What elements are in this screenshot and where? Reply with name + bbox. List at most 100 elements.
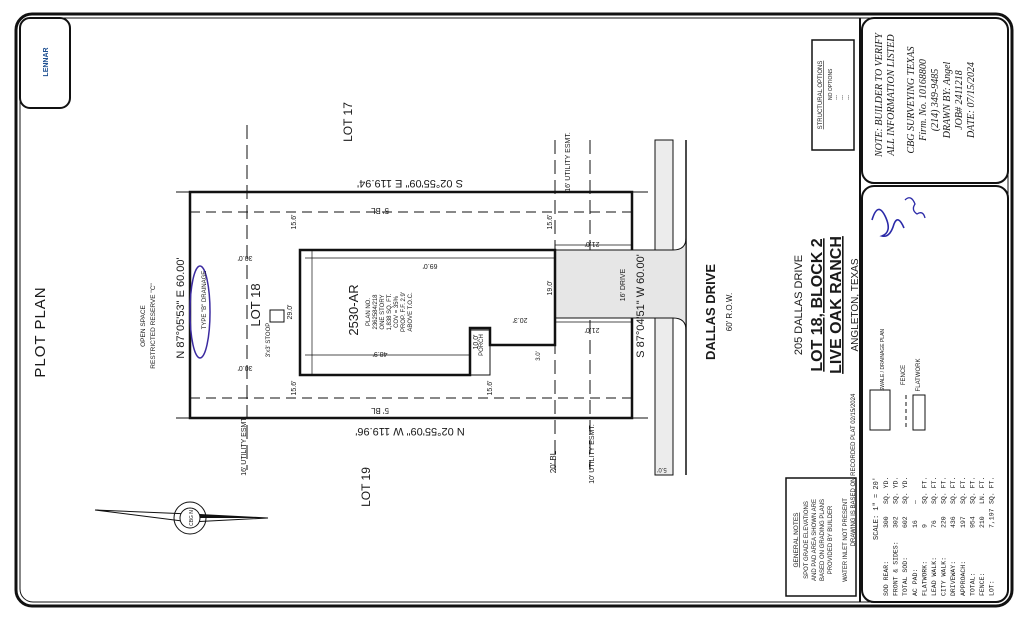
structural-title: STRUCTURAL OPTIONS [818, 61, 824, 130]
address-street: 205 DALLAS DRIVE [793, 255, 805, 355]
dim-290: 29.0' [287, 305, 294, 320]
lot-19-label: LOT 19 [359, 467, 373, 507]
structural-items: NO OPTIONS --- --- --- [828, 68, 852, 100]
svg-text:PROP. F.F. 2.9': PROP. F.F. 2.9' [401, 292, 407, 332]
legend-fence-label: FENCE [901, 365, 907, 385]
svg-text:ABOVE T.O.C.: ABOVE T.O.C. [408, 292, 414, 332]
stoop [269, 309, 285, 323]
outer-border [14, 12, 1014, 608]
svg-text:BASED ON GRADING PLANS: BASED ON GRADING PLANS [820, 499, 826, 581]
street-row: 60' R.O.W. [725, 293, 734, 331]
qty-row-unit: SQ. YD. [902, 477, 909, 504]
dim-300-bottom: 30.0' [238, 364, 253, 371]
north-arrow: CBG N [94, 501, 269, 535]
qty-row-label: LEAD WALK: [931, 557, 938, 596]
dim-30: 3.0' [536, 351, 542, 361]
qty-row-unit: SQ. FT. [931, 477, 938, 504]
qty-row-unit: SQ. FT. [969, 477, 976, 504]
legend-flatwork-label: FLATWORK [916, 359, 922, 392]
general-notes-title: GENERAL NOTES [793, 512, 800, 568]
svg-text:COV = 35%: COV = 35% [394, 295, 400, 328]
dim-156-bottom-left: 15.6' [291, 381, 298, 396]
dim-210-mid: 21.0' [585, 326, 600, 333]
surveyor-box [861, 17, 1009, 184]
drive-label: 16' DRIVE [620, 268, 627, 301]
bl-bottom: 5' BL [370, 406, 389, 415]
house-footprint [298, 248, 557, 377]
address-subdivision: LIVE OAK RANCH [828, 236, 845, 374]
ue-right: 10' UTILITY ESMT. [589, 424, 596, 484]
bearing-top: S 02°55'09" E 119.94' [357, 177, 463, 189]
legend: SWALE / DRAINAGE PLAN FENCE FLATWORK [869, 329, 926, 431]
svg-text:---: --- [840, 95, 846, 100]
reserve-label: RESTRICTED RESERVE "C" [150, 283, 157, 369]
qty-row-value: 954 [969, 516, 976, 528]
dim-489: 48.9' [373, 350, 388, 357]
qty-row-label: FRONT & SIDES: [893, 541, 900, 596]
svg-text:NOTE: BUILDER TO VERIFY: NOTE: BUILDER TO VERIFY [874, 32, 885, 158]
bl-right: 20' BL [549, 450, 558, 473]
svg-text:---: --- [846, 95, 852, 100]
svg-text:1,838 SQ. FT.: 1,838 SQ. FT. [387, 293, 393, 330]
dim-156-top-left: 15.6' [291, 215, 298, 230]
qty-row-unit: SQ. YD. [883, 477, 890, 504]
qty-row-value: 602 [902, 516, 909, 528]
qty-row-value: 300 [883, 516, 890, 528]
scale-label: SCALE: 1" = 20' [873, 477, 881, 540]
driveway [554, 237, 687, 331]
qty-row-value: 197 [960, 516, 967, 528]
qty-row-label: TOTAL SOD: [902, 557, 909, 596]
basis-note: DRAWING IS BASED ON RECORDED PLAT 02/15/… [851, 393, 857, 546]
svg-text:CBG SURVEYING TEXAS: CBG SURVEYING TEXAS [906, 46, 917, 153]
svg-text:JOB# 2411218: JOB# 2411218 [954, 70, 965, 130]
dim-190: 19.0' [547, 281, 554, 296]
legend-flatwork-symbol [912, 394, 926, 431]
ue-bottom: 16' UTILITY ESMT. [241, 416, 248, 476]
surveyor-notes: NOTE: BUILDER TO VERIFY ALL INFORMATION … [874, 32, 977, 158]
open-space-label: OPEN SPACE [140, 304, 147, 346]
qty-row-value: 436 [950, 516, 957, 528]
lennar-logo: LENNAR [43, 47, 50, 76]
svg-text:Firm. No. 10168800: Firm. No. 10168800 [918, 59, 929, 142]
general-notes: GENERAL NOTES SPOT GRADE ELEVATIONS AND … [793, 498, 849, 582]
north-arrow-label: CBG N [189, 510, 195, 526]
dim-50: 5.0' [657, 466, 667, 472]
bearing-bottom: N 02°55'09" W 119.96' [355, 425, 465, 437]
svg-text:DATE: 07/15/2024: DATE: 07/15/2024 [966, 62, 977, 139]
qty-row-label: TOTAL: [969, 573, 976, 596]
dim-690: 69.0' [423, 262, 438, 269]
svg-text:SPOT GRADE ELEVATIONS: SPOT GRADE ELEVATIONS [804, 501, 810, 579]
lot-17-label: LOT 17 [341, 102, 355, 142]
drainage-swale [189, 265, 211, 359]
signature [871, 208, 905, 238]
drainage-label: TYPE "B" DRAINAGE [202, 271, 208, 330]
general-notes-box [785, 477, 857, 597]
svg-text:(214) 349-9485: (214) 349-9485 [930, 69, 941, 132]
porch-label: PORCH [479, 334, 485, 356]
address-lot: LOT 18, BLOCK 2 [809, 238, 826, 371]
legend-swale-label: SWALE / DRAINAGE PLAN [880, 329, 886, 391]
svg-text:PROVIDED BY BUILDER: PROVIDED BY BUILDER [828, 505, 834, 574]
qty-row-value: 220 [941, 516, 948, 528]
svg-text:PLAN NO.: PLAN NO. [366, 298, 372, 326]
qty-row-label: LOT: [989, 580, 996, 596]
qty-row-value: 9 [921, 524, 928, 528]
qty-row-value: 210 [979, 516, 986, 528]
qty-row-unit: — [912, 500, 919, 505]
quantities-box [861, 185, 1009, 603]
qty-row-label: AC PAD: [912, 569, 919, 596]
qty-row-label: FLATWORK: [921, 561, 928, 596]
qty-row-unit: LN. FT. [979, 477, 986, 504]
svg-text:AND PAD AREA SHOWN ARE: AND PAD AREA SHOWN ARE [812, 499, 818, 581]
dim-203: 20.3' [513, 316, 528, 323]
sheet-title: PLOT PLAN [32, 286, 49, 377]
svg-text:2362584/218: 2362584/218 [373, 294, 379, 330]
water-inlet-note: WATER INLET NOT PRESENT [843, 498, 849, 582]
stoop-label: 3'x3' STOOP [266, 323, 272, 358]
qty-row-value: 16 [912, 520, 919, 528]
dim-156-top-right: 15.6' [547, 215, 554, 230]
svg-text:NO OPTIONS: NO OPTIONS [828, 68, 834, 100]
